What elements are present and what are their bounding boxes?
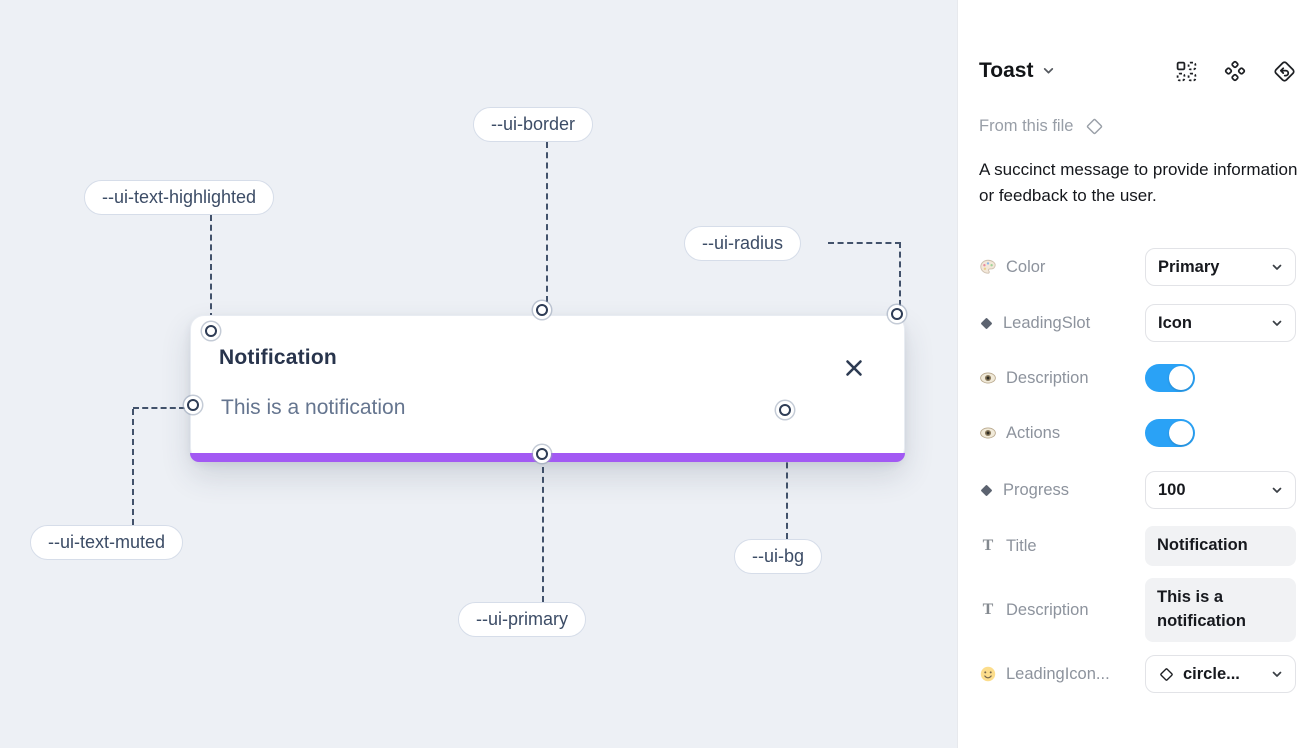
panel-actions [1175,59,1297,84]
connector-line [828,242,901,244]
property-row-description-toggle: Description [979,364,1296,392]
leadingslot-dropdown[interactable]: Icon [1145,304,1296,342]
toast-description: This is a notification [221,396,406,419]
panel-header: Toast [979,56,1297,86]
token-label-ui-radius[interactable]: --ui-radius [684,226,802,262]
title-text-field[interactable]: Notification [1145,526,1296,566]
chevron-down-icon[interactable] [1042,64,1055,82]
diamond-outline-icon [1084,116,1105,137]
property-label: Description [1006,368,1089,387]
text-icon: T [982,601,994,618]
property-row-actions-toggle: Actions [979,419,1296,447]
property-row-leadingslot: LeadingSlot Icon [979,304,1296,342]
component-set-icon[interactable] [1223,59,1247,83]
property-row-color: Color Primary [979,248,1296,286]
connector-line [133,407,185,409]
property-row-leadingicon: LeadingIcon... circle... [979,655,1296,693]
toast-title: Notification [219,346,337,369]
properties-panel: Toast [957,0,1312,748]
text-icon: T [982,537,994,554]
property-label: Title [1006,536,1037,555]
property-label: LeadingIcon... [1006,664,1110,683]
connector-node [779,404,791,416]
chevron-down-icon [1272,264,1282,270]
property-label: Description [1006,600,1089,619]
go-to-main-component-icon[interactable] [1272,59,1297,84]
smiley-icon [979,665,997,683]
source-label: From this file [979,117,1074,135]
property-row-description-text: T Description This is a notification [979,577,1296,643]
connector-line [210,215,212,319]
token-label-ui-border[interactable]: --ui-border [473,107,594,143]
property-label: Actions [1006,423,1061,442]
connector-line [542,467,544,602]
chevron-down-icon [1272,487,1282,493]
close-icon[interactable] [843,357,865,379]
description-toggle[interactable] [1145,364,1195,392]
connector-node [205,325,217,337]
color-dropdown[interactable]: Primary [1145,248,1296,286]
leadingicon-dropdown[interactable]: circle... [1145,655,1296,693]
token-label-ui-bg[interactable]: --ui-bg [734,539,823,575]
property-row-progress: Progress 100 [979,471,1296,509]
connector-line [899,242,901,306]
token-label-ui-primary[interactable]: --ui-primary [458,602,586,638]
actions-toggle[interactable] [1145,419,1195,447]
diamond-icon [979,483,994,498]
connector-node [187,399,199,411]
toast-progress-bar [190,453,905,462]
property-label: Color [1006,257,1046,276]
property-label: Progress [1003,480,1070,499]
design-canvas[interactable]: --ui-border --ui-text-highlighted --ui-r… [0,0,957,748]
panel-title: Toast [979,59,1034,82]
token-label-ui-text-muted[interactable]: --ui-text-muted [30,525,184,561]
chevron-down-icon [1272,671,1282,677]
eye-icon [979,424,997,442]
chevron-down-icon [1272,320,1282,326]
connector-node [536,304,548,316]
eye-icon [979,369,997,387]
diamond-icon [979,316,994,331]
toast-component[interactable]: Notification This is a notification [190,315,905,462]
component-description: A succinct message to provide informatio… [979,160,1298,206]
palette-icon [979,258,997,276]
instance-grid-icon[interactable] [1175,60,1198,83]
connector-line [786,422,788,539]
description-text-field[interactable]: This is a notification [1145,578,1296,642]
connector-line [546,142,548,302]
diamond-outline-icon [1158,666,1175,683]
progress-dropdown[interactable]: 100 [1145,471,1296,509]
source-row: From this file [979,116,1105,137]
connector-node [536,448,548,460]
property-label: LeadingSlot [1003,313,1091,332]
connector-node [891,308,903,320]
token-label-ui-text-highlighted[interactable]: --ui-text-highlighted [84,180,275,216]
property-row-title: T Title Notification [979,526,1296,566]
connector-line [132,409,134,525]
